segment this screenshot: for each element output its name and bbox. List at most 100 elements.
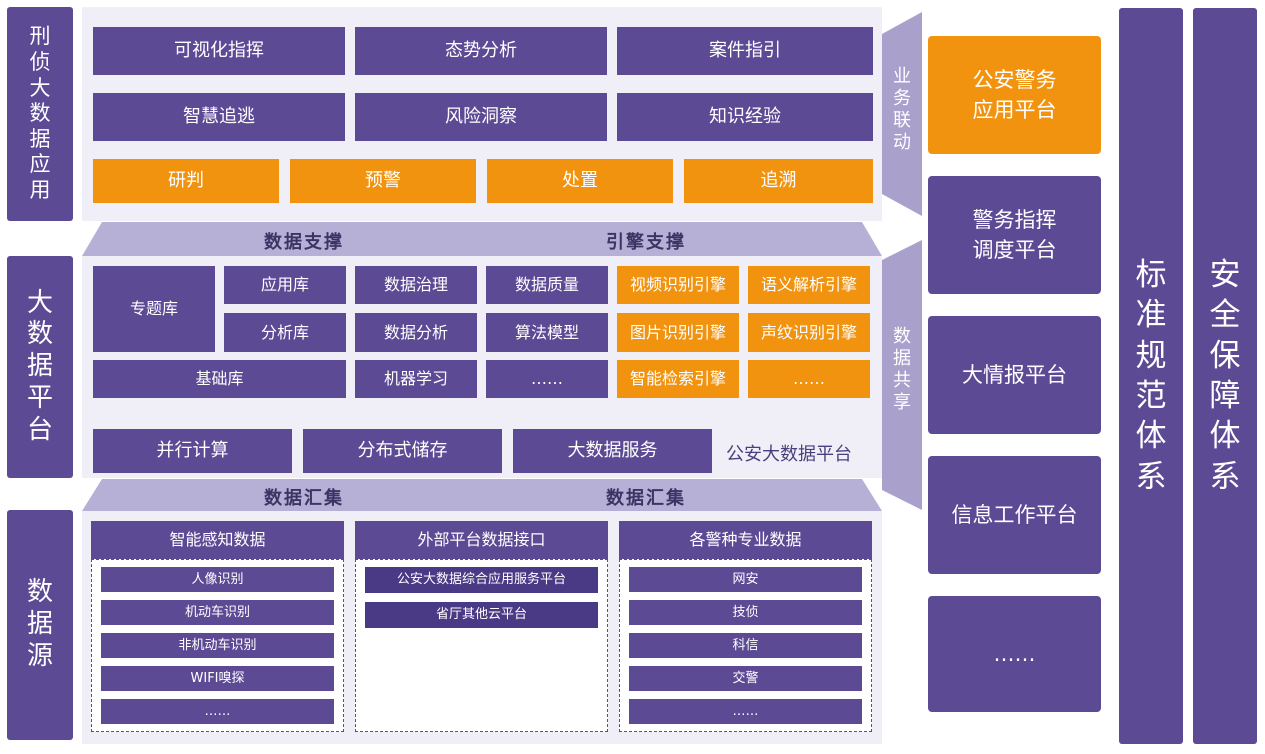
- smart-item-vehicle-label: 机动车识别: [184, 604, 250, 620]
- data-analysis-label: 数据分析: [383, 322, 448, 342]
- section-source-layer-text: 数据源: [27, 577, 54, 671]
- semantic-engine-label: 语义解析引擎: [760, 275, 857, 295]
- smart-data-title: 智能感知数据: [169, 530, 266, 550]
- platform-police-app-text: 公安警务 应用平台: [973, 65, 1057, 126]
- police-item-traffic: 交警: [629, 666, 862, 691]
- app-warning: 预警: [290, 159, 476, 203]
- algorithm-model: 算法模型: [486, 313, 608, 352]
- machine-learning: 机器学习: [355, 360, 477, 398]
- data-governance-label: 数据治理: [383, 275, 448, 295]
- platform-police-app: 公安警务 应用平台: [928, 36, 1101, 154]
- system-standard: 标准规范体系: [1119, 8, 1183, 744]
- data-support-label: 数据支撑: [264, 232, 344, 253]
- parallel-compute-label: 并行计算: [156, 439, 229, 461]
- section-app-layer-text: 刑侦大数据应用: [29, 24, 51, 203]
- platform-dispatch-line2: 调度平台: [972, 238, 1057, 262]
- system-security-text: 安全保障体系: [1209, 257, 1241, 495]
- app-knowledge-label: 知识经验: [709, 105, 781, 127]
- app-visual-command: 可视化指挥: [93, 27, 345, 75]
- external-item-province: 省厅其他云平台: [365, 602, 598, 628]
- police-item-traffic-label: 交警: [732, 670, 759, 686]
- smart-item-nonmotor: 非机动车识别: [101, 633, 334, 658]
- data-quality: 数据质量: [486, 266, 608, 304]
- distributed-storage: 分布式储存: [303, 429, 502, 473]
- smart-item-face: 人像识别: [101, 567, 334, 592]
- distributed-storage-label: 分布式储存: [357, 439, 448, 461]
- section-source-layer: 数据源: [7, 510, 73, 740]
- police-item-cyber-label: 网安: [732, 571, 759, 587]
- smart-item-face-label: 人像识别: [191, 571, 244, 587]
- platform-more: ……: [928, 596, 1101, 712]
- app-trace-label: 追溯: [760, 169, 797, 191]
- business-link-shape: [882, 12, 922, 216]
- app-smart-pursuit-label: 智慧追逃: [183, 105, 255, 127]
- parallel-compute: 并行计算: [93, 429, 292, 473]
- smart-item-wifi: WIFI嗅探: [101, 666, 334, 691]
- video-engine: 视频识别引擎: [617, 266, 739, 304]
- machine-learning-label: 机器学习: [383, 369, 448, 389]
- smart-data-header: 智能感知数据: [91, 521, 344, 559]
- voice-engine-label: 声纹识别引擎: [760, 322, 857, 342]
- analysis-db-label: 分析库: [260, 322, 309, 342]
- platform-ellipsis: ……: [486, 360, 608, 398]
- app-judge-label: 研判: [168, 169, 204, 191]
- analysis-db: 分析库: [224, 313, 346, 352]
- platform-more-label: ……: [993, 641, 1036, 666]
- engine-ellipsis-label: ……: [793, 369, 825, 389]
- voice-engine: 声纹识别引擎: [748, 313, 870, 352]
- police-item-more: ……: [629, 699, 862, 724]
- business-link-connector: [882, 12, 922, 216]
- app-visual-command-label: 可视化指挥: [174, 39, 264, 61]
- image-engine: 图片识别引擎: [617, 313, 739, 352]
- system-security: 安全保障体系: [1193, 8, 1257, 744]
- app-risk-insight-label: 风险洞察: [445, 105, 517, 127]
- police-item-cyber: 网安: [629, 567, 862, 592]
- platform-dispatch-line1: 警务指挥: [972, 207, 1057, 232]
- platform-info-work: 信息工作平台: [928, 456, 1101, 574]
- engine-support-label: 引擎支撑: [606, 232, 686, 253]
- collect-right-label: 数据汇集: [606, 488, 686, 509]
- police-data-title: 各警种专业数据: [689, 530, 802, 550]
- support-band-shape: [82, 222, 882, 256]
- topic-db-label: 专题库: [129, 299, 178, 319]
- app-knowledge: 知识经验: [617, 93, 873, 141]
- platform-ellipsis-label: ……: [531, 369, 563, 389]
- app-situation-analysis-label: 态势分析: [445, 39, 517, 61]
- semantic-engine: 语义解析引擎: [748, 266, 870, 304]
- data-share-connector: [882, 240, 922, 510]
- app-db-label: 应用库: [260, 275, 309, 295]
- engine-ellipsis: ……: [748, 360, 870, 398]
- police-data-header: 各警种专业数据: [619, 521, 872, 559]
- app-case-guide-label: 案件指引: [709, 39, 781, 61]
- app-smart-pursuit: 智慧追逃: [93, 93, 345, 141]
- external-item-bigdata-label: 公安大数据综合应用服务平台: [396, 572, 566, 588]
- system-standard-text: 标准规范体系: [1135, 257, 1167, 495]
- police-item-info-label: 科信: [732, 637, 759, 653]
- image-engine-label: 图片识别引擎: [629, 322, 726, 342]
- app-situation-analysis: 态势分析: [355, 27, 607, 75]
- external-item-bigdata: 公安大数据综合应用服务平台: [365, 567, 598, 593]
- app-trace: 追溯: [684, 159, 873, 203]
- app-dispose: 处置: [487, 159, 673, 203]
- smart-item-more: ……: [101, 699, 334, 724]
- business-link-text: 业务联动: [893, 66, 911, 153]
- police-item-tech-label: 技侦: [732, 604, 759, 620]
- app-warning-label: 预警: [365, 169, 401, 191]
- app-judge: 研判: [93, 159, 279, 203]
- platform-police-app-line2: 应用平台: [972, 98, 1057, 122]
- search-engine-label: 智能检索引擎: [629, 369, 726, 389]
- platform-name: 公安大数据平台: [726, 444, 852, 465]
- smart-item-nonmotor-label: 非机动车识别: [178, 637, 257, 653]
- police-item-more-label: ……: [732, 703, 759, 719]
- app-risk-insight: 风险洞察: [355, 93, 607, 141]
- data-analysis: 数据分析: [355, 313, 477, 352]
- algorithm-model-label: 算法模型: [514, 322, 579, 342]
- search-engine: 智能检索引擎: [617, 360, 739, 398]
- bigdata-service: 大数据服务: [513, 429, 712, 473]
- section-app-layer: 刑侦大数据应用: [7, 7, 73, 221]
- data-governance: 数据治理: [355, 266, 477, 304]
- section-platform-layer: 大数据平台: [7, 256, 73, 478]
- topic-db: 专题库: [93, 266, 215, 352]
- app-dispose-label: 处置: [562, 169, 598, 191]
- smart-item-more-label: ……: [204, 703, 231, 719]
